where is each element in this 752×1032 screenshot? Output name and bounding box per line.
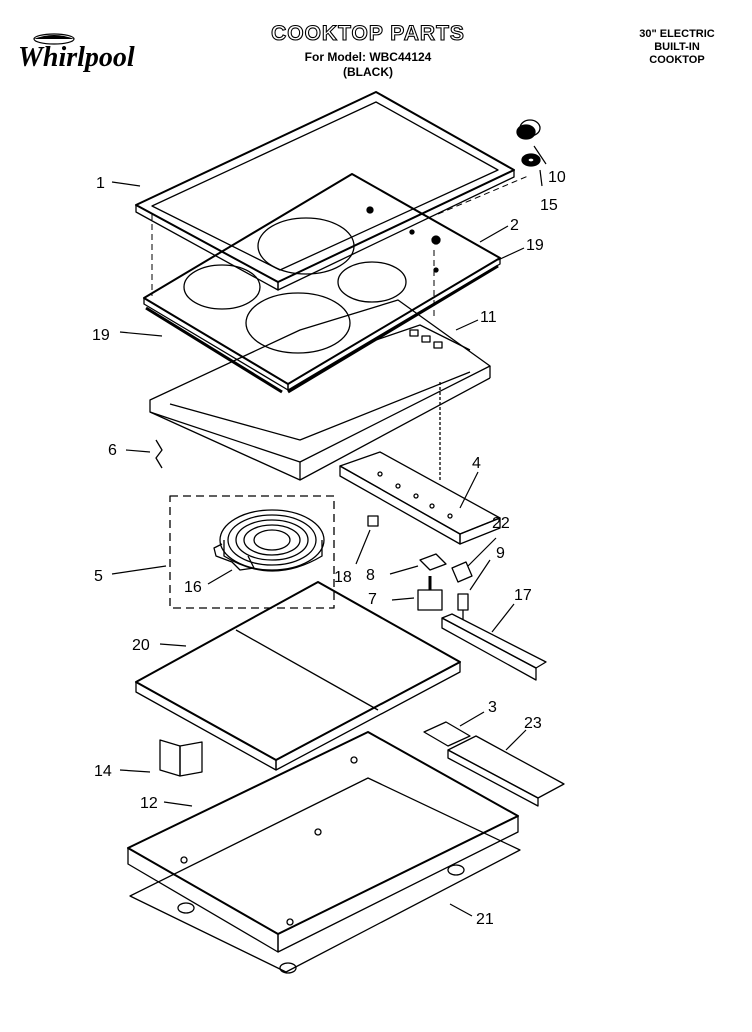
callout-labels: 1 2 3 4 5 6 7 8 9 10 11 12 14 15 16 17 1… <box>92 169 566 928</box>
part-infinite-switch <box>417 576 443 611</box>
part-front-bracket <box>441 613 547 681</box>
callout-17: 17 <box>514 587 532 604</box>
callout-9: 9 <box>496 545 505 562</box>
whirlpool-logo: Whirlpool <box>14 30 156 74</box>
whirlpool-logo-mark: Whirlpool <box>18 33 135 73</box>
part-trim-frame <box>135 91 515 291</box>
callout-21: 21 <box>476 911 494 928</box>
burner-outline-right-front <box>337 261 407 303</box>
part-clip <box>155 439 163 469</box>
part-control-panel <box>339 451 501 545</box>
brand-name: Whirlpool <box>18 42 135 73</box>
callout-23: 23 <box>524 715 542 732</box>
part-insulation <box>129 777 521 974</box>
part-element-terminal <box>213 543 255 571</box>
part-gaskets <box>145 264 499 394</box>
callout-6: 6 <box>108 442 117 459</box>
part-mounting-plate-22 <box>451 561 473 583</box>
leader-lines <box>111 145 547 917</box>
part-terminal-block-cover <box>423 721 471 747</box>
callout-7: 7 <box>368 591 377 608</box>
callout-20: 20 <box>132 637 150 654</box>
part-switch-small <box>367 515 379 527</box>
spec-line-2: BUILT-IN <box>654 41 700 53</box>
model-finish: (BLACK) <box>343 65 393 79</box>
burner-outline-left-back <box>183 264 261 310</box>
callout-3: 3 <box>488 699 497 716</box>
callout-14: 14 <box>94 763 112 780</box>
part-indicator-light <box>457 593 469 620</box>
model-info: For Model: WBC44124 (BLACK) <box>262 50 474 80</box>
callout-10: 10 <box>548 169 566 186</box>
callout-4: 4 <box>472 455 481 472</box>
page-title: COOKTOP PARTS <box>271 21 465 45</box>
part-heat-shield-tray <box>135 581 461 771</box>
spec-line-1: 30" ELECTRIC <box>639 28 715 40</box>
part-surface-element-group <box>169 495 335 609</box>
burner-outline-left-front <box>245 292 351 354</box>
part-knob-ring <box>521 153 541 167</box>
part-mounting-plate-8 <box>419 553 447 571</box>
callout-8: 8 <box>366 567 375 584</box>
callout-22: 22 <box>492 515 510 532</box>
assembly-guide-lines <box>151 175 529 320</box>
part-support-frame <box>149 299 491 481</box>
callout-15: 15 <box>540 197 558 214</box>
part-side-bracket <box>159 739 203 777</box>
part-control-knob <box>516 119 541 140</box>
product-spec: 30" ELECTRIC BUILT-IN COOKTOP <box>618 28 736 67</box>
callout-2: 2 <box>510 217 519 234</box>
callout-19-right: 19 <box>526 237 544 254</box>
callout-18: 18 <box>334 569 352 586</box>
callout-5: 5 <box>94 568 103 585</box>
burner-outline-right-back <box>257 217 355 275</box>
callout-12: 12 <box>140 795 158 812</box>
callout-1: 1 <box>96 175 105 192</box>
part-rear-bracket <box>447 735 565 807</box>
spec-line-3: COOKTOP <box>649 54 705 66</box>
part-glass-cooktop <box>143 173 501 391</box>
callout-19-left: 19 <box>92 327 110 344</box>
model-number: For Model: WBC44124 <box>304 50 432 64</box>
part-burner-box <box>127 731 519 953</box>
callout-11: 11 <box>480 309 497 326</box>
callout-16: 16 <box>184 579 202 596</box>
